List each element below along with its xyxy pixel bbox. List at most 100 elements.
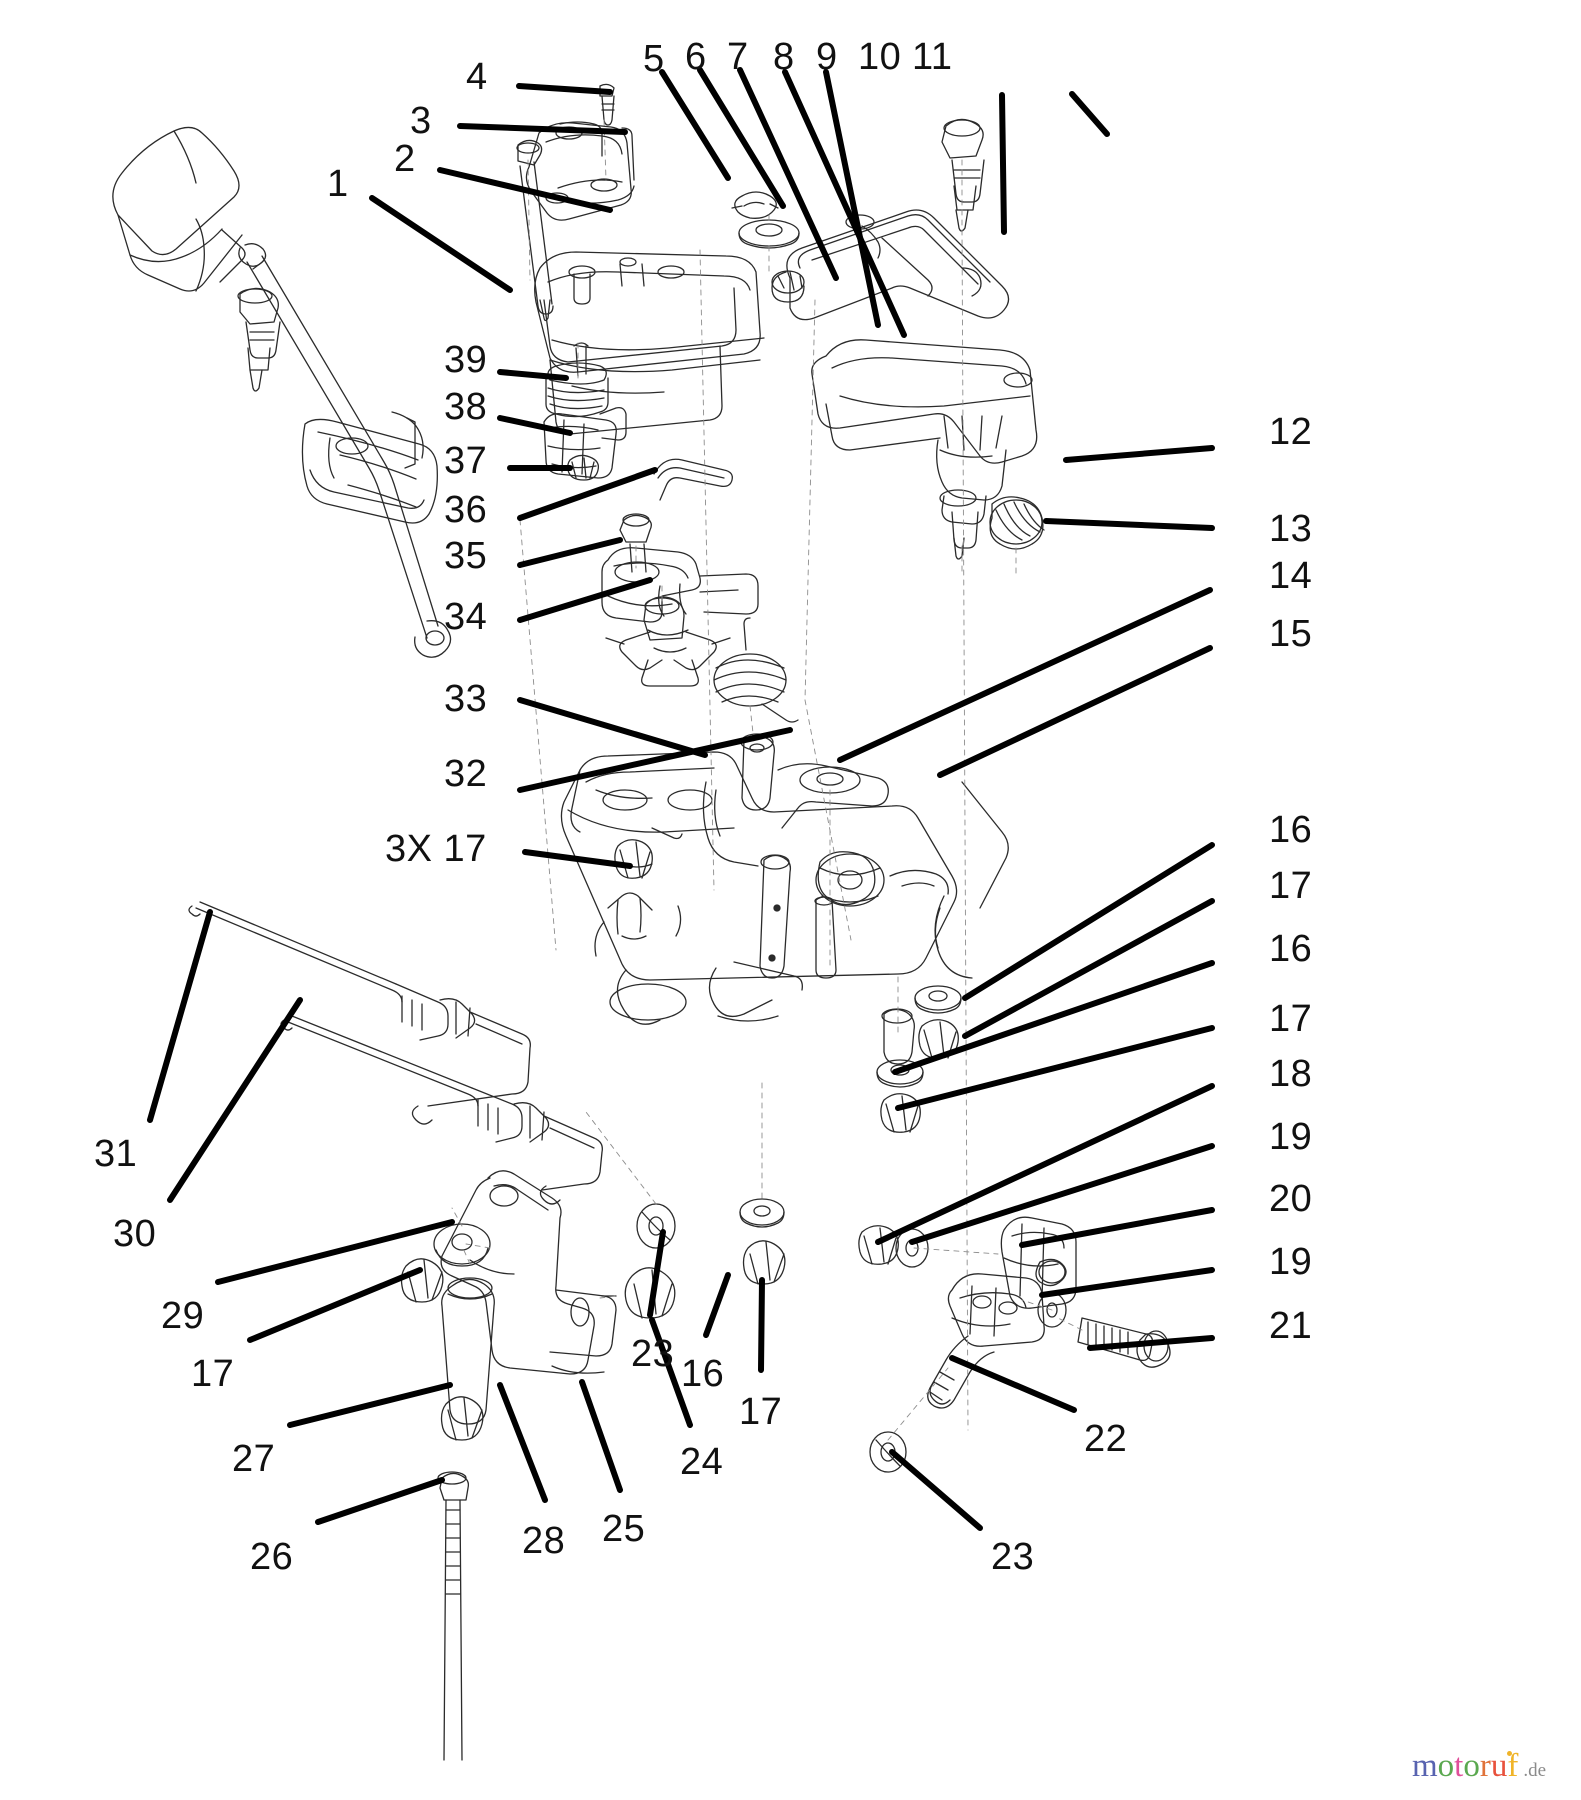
leader-c25 — [579, 1379, 623, 1493]
callout-c17a: 17 — [1269, 865, 1313, 907]
callout-c23b: 23 — [991, 1536, 1035, 1578]
watermark-letter-f-6: f — [1507, 1748, 1519, 1784]
callout-c5: 5 — [643, 38, 665, 80]
callout-c26: 26 — [250, 1536, 294, 1578]
leader-c30 — [167, 997, 303, 1203]
part-17-nut-d — [742, 1240, 786, 1285]
part-36-wire-spring — [653, 458, 733, 501]
leader-c22 — [949, 1355, 1077, 1413]
callout-c30: 30 — [113, 1213, 157, 1255]
callout-c6: 6 — [685, 36, 707, 78]
callout-c16b: 16 — [1269, 928, 1313, 970]
leader-c16c — [703, 1272, 731, 1338]
callout-c31: 31 — [94, 1133, 138, 1175]
part-17-nut-b — [880, 1093, 921, 1133]
part-23-bushing-right — [869, 1431, 907, 1473]
callout-c16a: 16 — [1269, 809, 1313, 851]
leader-c4 — [516, 83, 613, 95]
callout-c34: 34 — [444, 596, 488, 638]
leader-c5 — [659, 69, 731, 181]
callout-c39: 39 — [444, 339, 488, 381]
part-5-retaining-ring — [731, 191, 779, 219]
leader-c15 — [937, 645, 1213, 778]
part-41-lever-rod — [238, 243, 452, 658]
leader-c38 — [497, 415, 573, 436]
leader-c12 — [1063, 445, 1215, 463]
callout-c16c: 16 — [681, 1353, 725, 1395]
callout-c7: 7 — [727, 36, 749, 78]
callout-c12: 12 — [1269, 411, 1313, 453]
part-7-control-housing — [534, 251, 765, 435]
leader-c11t — [1069, 91, 1110, 137]
callout-c37: 37 — [444, 440, 488, 482]
leader-c7 — [737, 67, 839, 281]
callout-c38: 38 — [444, 386, 488, 428]
leader-c17d — [758, 1277, 765, 1373]
callout-c1: 1 — [327, 163, 349, 205]
leader-c13 — [1043, 518, 1215, 531]
callout-c15: 15 — [1269, 613, 1313, 655]
leader-c14 — [837, 587, 1213, 763]
part-27-nut — [440, 1396, 484, 1441]
leader-c19a — [909, 1143, 1215, 1245]
callout-c19b: 19 — [1269, 1241, 1313, 1283]
callout-c27: 27 — [232, 1438, 276, 1480]
leader-c36 — [517, 467, 658, 521]
part-16-washer-a — [914, 985, 962, 1014]
part-29-washer — [433, 1223, 491, 1267]
part-11-shoulder-bolt-left — [237, 287, 281, 392]
callout-c33: 33 — [444, 678, 488, 720]
part-31-rod — [188, 901, 531, 1125]
callout-c17c: 17 — [191, 1353, 235, 1395]
leader-c20 — [1019, 1207, 1215, 1248]
callout-c22: 22 — [1084, 1418, 1128, 1460]
leader-c39 — [497, 369, 569, 381]
callout-c21: 21 — [1269, 1305, 1313, 1347]
part-25-lever-plate — [440, 1170, 617, 1375]
part-26-bolt — [437, 1471, 470, 1761]
watermark-dot — [1507, 1751, 1513, 1756]
callout-c35: 35 — [444, 535, 488, 577]
part-22-shaft-bracket — [927, 1273, 1045, 1409]
callout-c32: 32 — [444, 753, 488, 795]
leader-c16b — [892, 960, 1215, 1075]
callout-c13: 13 — [1269, 508, 1313, 550]
part-10-linkage-arm — [771, 209, 1010, 321]
leader-c17a — [962, 898, 1215, 1039]
part-16-washer-c — [739, 1198, 785, 1228]
callout-c10: 10 — [858, 36, 902, 78]
part-39-spring — [545, 342, 609, 418]
leader-c8 — [782, 69, 907, 338]
callout-c25: 25 — [602, 1508, 646, 1550]
callout-c3x17: 3X 17 — [385, 828, 487, 870]
watermark-letter-o-3: o — [1463, 1748, 1480, 1784]
leader-c9 — [823, 69, 881, 328]
callout-c3: 3 — [410, 100, 432, 142]
callout-c18: 18 — [1269, 1053, 1313, 1095]
watermark-letter-o-1: o — [1437, 1748, 1455, 1784]
callout-c36: 36 — [444, 489, 488, 531]
leader-c23a — [647, 1229, 666, 1318]
leader-c35 — [517, 537, 623, 568]
leader-c34 — [517, 577, 653, 623]
leader-c26 — [315, 1477, 445, 1525]
leader-c6 — [697, 67, 786, 209]
part-30-rod-2 — [280, 1015, 603, 1205]
part-35-pin — [619, 513, 652, 573]
part-13-bushing — [989, 496, 1045, 550]
part-42-knob — [112, 126, 246, 292]
leader-c31 — [147, 909, 213, 1123]
watermark-suffix: .de — [1523, 1760, 1547, 1781]
callout-c2: 2 — [394, 138, 416, 180]
leader-c10 — [999, 92, 1007, 235]
leader-c24 — [649, 1317, 693, 1428]
watermark-letter-m-0: m — [1412, 1748, 1438, 1784]
leader-c2 — [437, 167, 613, 213]
part-11-bolt-right — [941, 118, 985, 232]
part-12-housing — [811, 339, 1038, 560]
leader-c18 — [875, 1083, 1215, 1245]
part-40-lever-bracket — [301, 411, 438, 524]
